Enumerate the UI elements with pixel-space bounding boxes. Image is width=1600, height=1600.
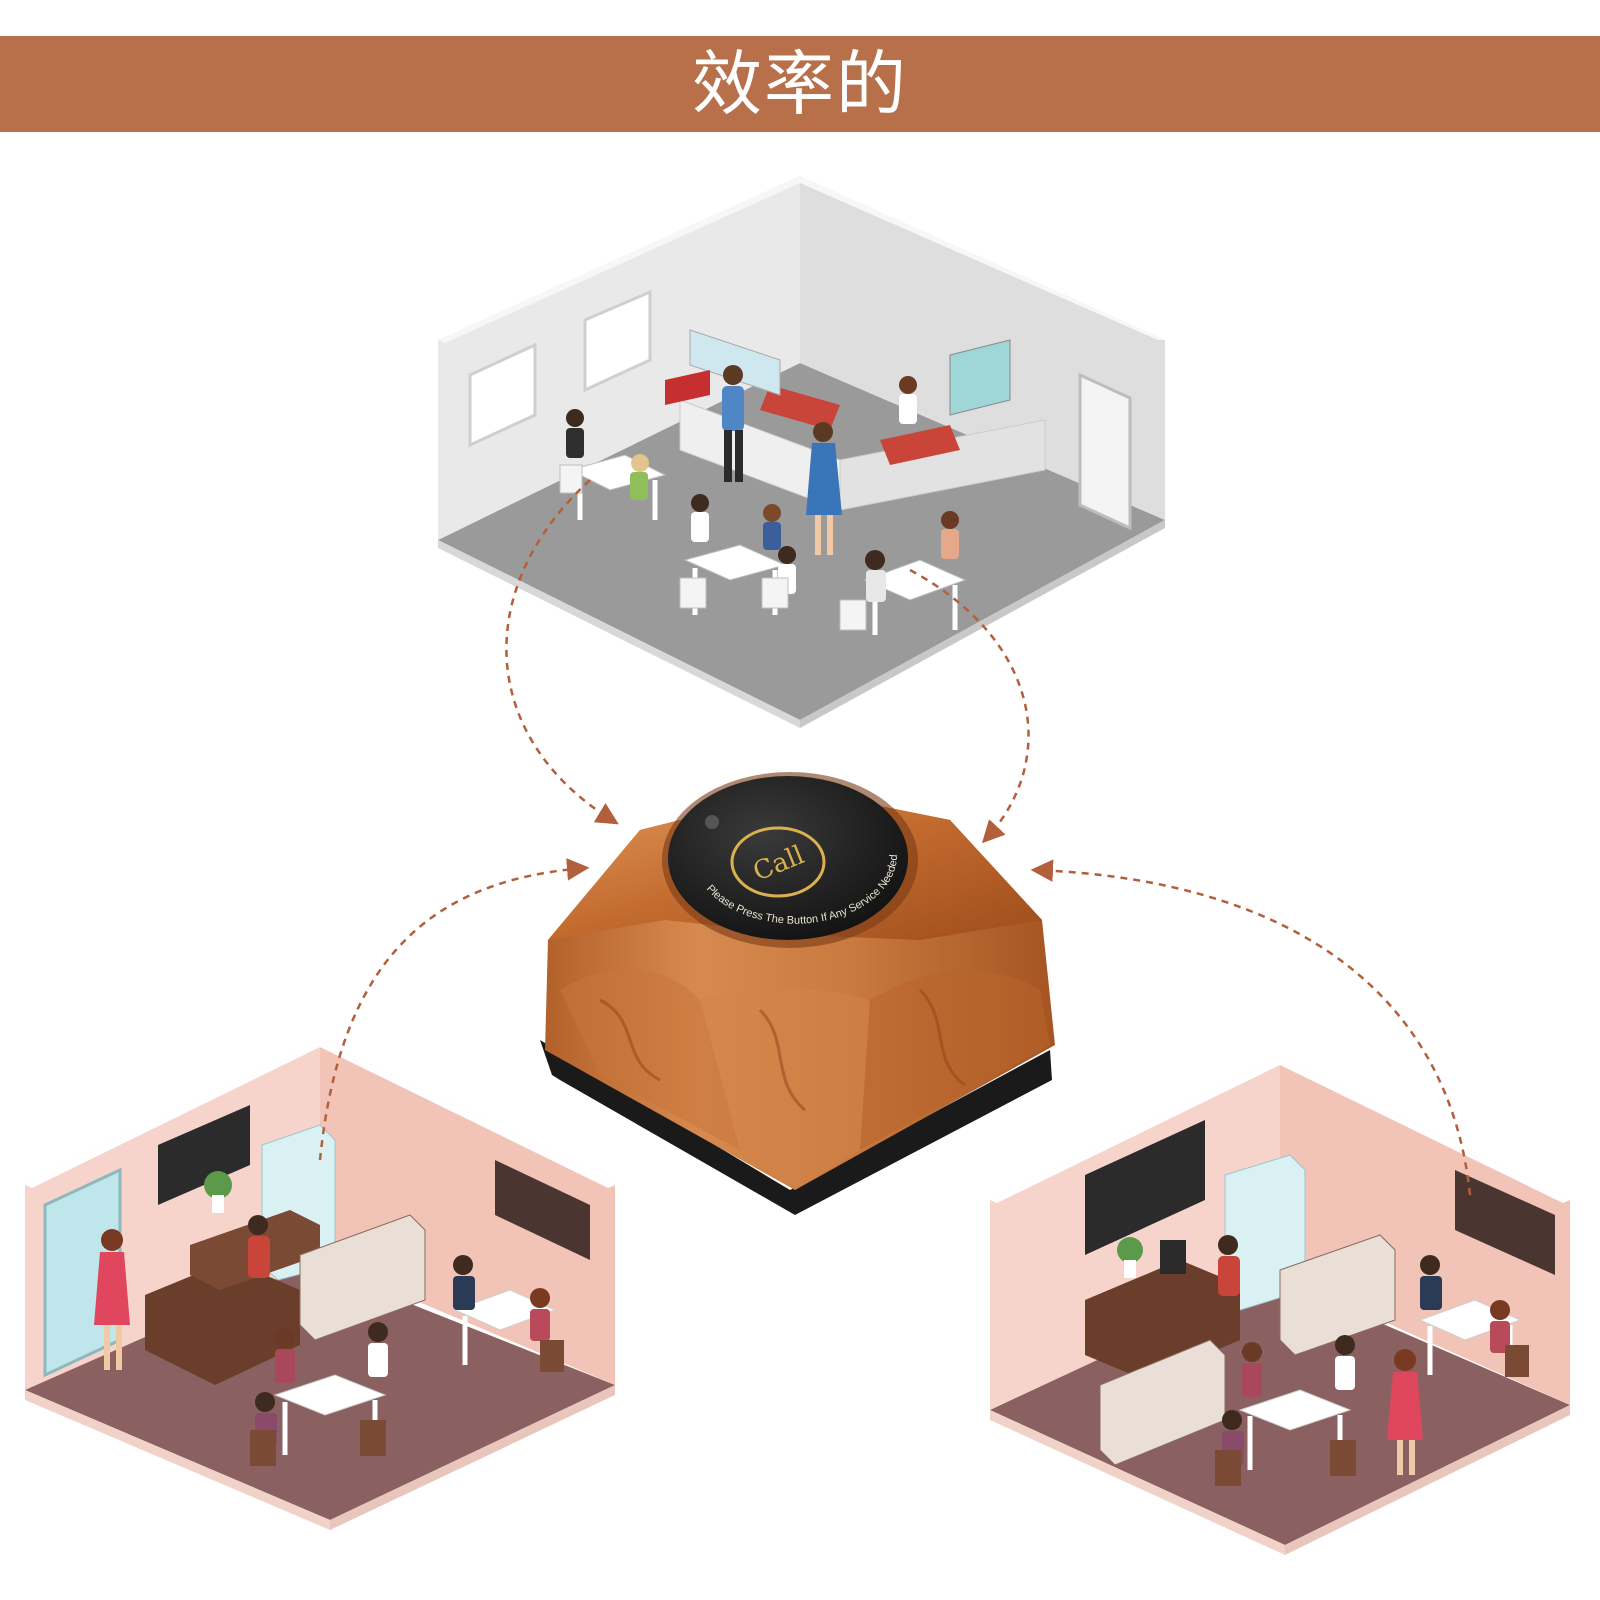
arrow-bottom-left xyxy=(318,858,590,1161)
chair xyxy=(1215,1450,1241,1486)
chair xyxy=(1330,1440,1356,1476)
person xyxy=(1387,1349,1423,1475)
person xyxy=(1420,1255,1442,1310)
device-base xyxy=(540,1040,1052,1215)
person xyxy=(530,1288,550,1341)
chair xyxy=(679,577,707,609)
chair xyxy=(761,577,789,609)
title-banner: 效率的 xyxy=(0,36,1600,132)
arrow-top-right xyxy=(909,568,1030,844)
window xyxy=(468,342,537,448)
person xyxy=(806,422,842,555)
right-cafe-room xyxy=(990,1058,1570,1555)
connection-arrows xyxy=(318,479,1472,1196)
call-button-top[interactable] xyxy=(668,776,908,940)
banner-title: 效率的 xyxy=(692,43,908,125)
indicator-light xyxy=(705,815,719,829)
menu-board xyxy=(158,1105,250,1205)
chair xyxy=(250,1430,276,1466)
chair xyxy=(839,599,867,631)
plant xyxy=(204,1171,232,1199)
person xyxy=(691,494,709,542)
person xyxy=(453,1255,475,1310)
plant xyxy=(1117,1237,1143,1263)
window-blinds xyxy=(495,1160,590,1260)
menu-board xyxy=(1085,1120,1205,1255)
person xyxy=(1335,1335,1355,1390)
person xyxy=(763,504,781,550)
top-restaurant-room xyxy=(438,176,1165,728)
chair xyxy=(559,464,583,494)
window xyxy=(583,289,652,393)
chair xyxy=(540,1340,564,1372)
call-button-device[interactable]: Call Please Press The Button If Any Serv… xyxy=(540,772,1055,1215)
person xyxy=(248,1215,270,1278)
arrow-bottom-right xyxy=(1030,859,1472,1196)
person xyxy=(630,454,649,500)
person xyxy=(1242,1342,1262,1397)
person xyxy=(368,1322,388,1377)
display-case xyxy=(689,329,781,396)
chair xyxy=(1505,1345,1529,1377)
door xyxy=(1078,372,1132,531)
table xyxy=(1238,1389,1352,1470)
person xyxy=(94,1229,130,1370)
person xyxy=(566,409,584,458)
coffee-machine xyxy=(1160,1240,1186,1274)
person xyxy=(722,365,744,482)
chair xyxy=(360,1420,386,1456)
person xyxy=(941,511,959,559)
person xyxy=(865,550,886,602)
person xyxy=(1218,1235,1240,1296)
person xyxy=(275,1328,295,1383)
cafe-counter xyxy=(145,1260,300,1385)
pastry-display xyxy=(1279,1234,1396,1356)
left-cafe-room xyxy=(25,1040,615,1530)
person xyxy=(899,376,917,424)
window-blinds xyxy=(1455,1170,1555,1275)
pastry-display xyxy=(299,1214,426,1341)
right-room-left-wall xyxy=(990,1058,1280,1410)
call-badge-ring xyxy=(730,826,826,898)
